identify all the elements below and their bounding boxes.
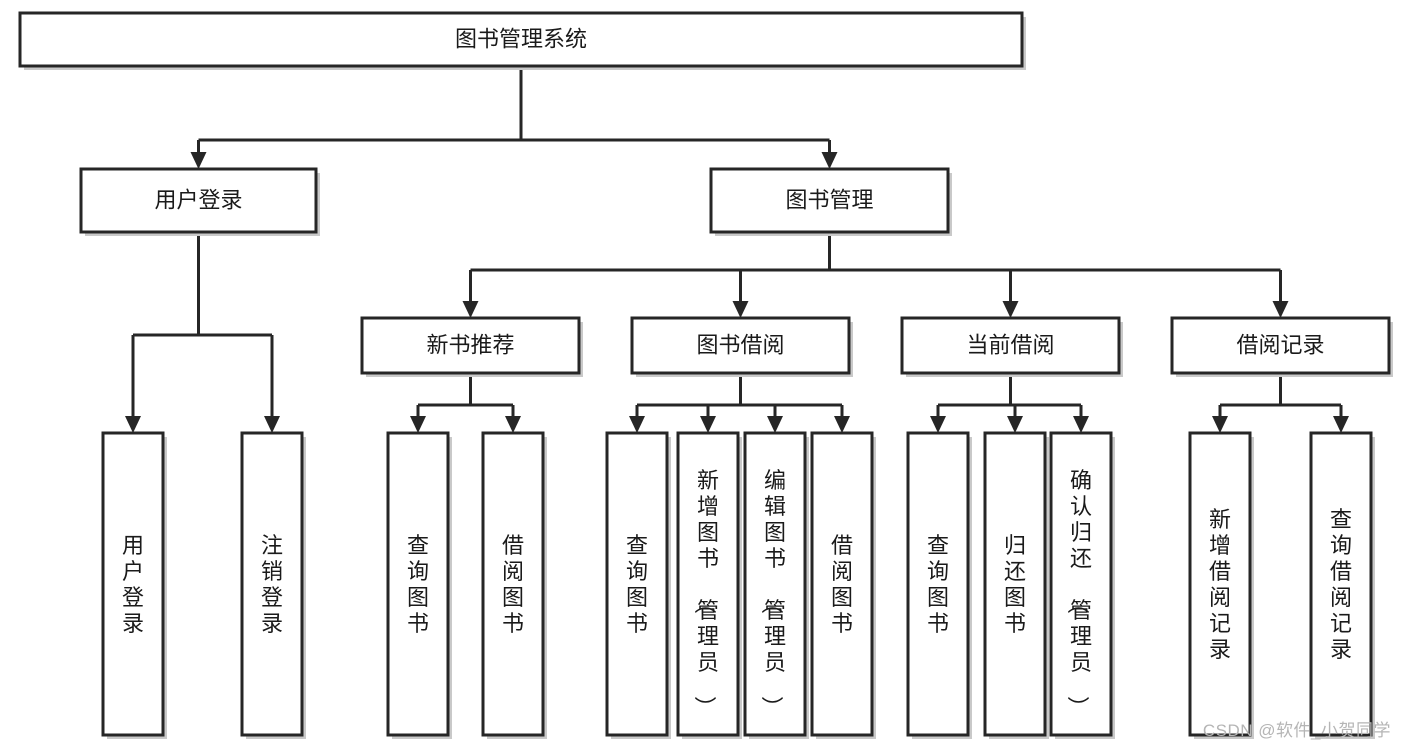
arrow-head-icon	[1007, 416, 1023, 433]
node-label: 新增借阅记录	[1209, 507, 1231, 662]
arrow-head-icon	[1212, 416, 1228, 433]
node-box	[101, 431, 165, 737]
connector-group-borrow-record	[1212, 373, 1349, 433]
node-label: 图书管理系统	[455, 26, 587, 51]
arrow-head-icon	[410, 416, 426, 433]
arrow-head-icon	[1073, 416, 1089, 433]
node-label: 查询图书	[927, 533, 949, 636]
node-box	[676, 431, 740, 737]
node-new-book-recommend[interactable]: 新书推荐	[360, 316, 583, 377]
node-leaf-user-login[interactable]: 用户登录	[101, 431, 167, 739]
node-label: 查询借阅记录	[1330, 507, 1352, 662]
arrow-head-icon	[264, 416, 280, 433]
watermark-label: CSDN @软件_小贺同学	[1202, 721, 1391, 740]
node-borrow-record[interactable]: 借阅记录	[1170, 316, 1393, 377]
node-leaf-add-record[interactable]: 新增借阅记录	[1188, 431, 1254, 739]
node-leaf-query-book-3[interactable]: 查询图书	[906, 431, 972, 739]
node-label: 当前借阅	[966, 332, 1054, 357]
arrow-head-icon	[190, 152, 207, 169]
arrow-head-icon	[462, 301, 479, 318]
node-box	[630, 316, 851, 375]
node-label: 图书管理	[785, 187, 873, 212]
connector-group-new-book-recommend	[410, 373, 521, 433]
node-box	[983, 431, 1047, 737]
node-label: 借阅记录	[1236, 332, 1324, 357]
node-box	[18, 11, 1024, 68]
connector-group-current-borrow	[930, 373, 1089, 433]
node-label: 借阅图书	[502, 533, 524, 636]
arrow-head-icon	[125, 416, 141, 433]
node-leaf-add-book[interactable]: 新增图书（管理员）	[676, 431, 742, 739]
node-book-borrow[interactable]: 图书借阅	[630, 316, 853, 377]
node-leaf-logout[interactable]: 注销登录	[240, 431, 306, 739]
node-box	[709, 167, 950, 234]
arrow-head-icon	[821, 152, 838, 169]
node-leaf-borrow-book-2[interactable]: 借阅图书	[810, 431, 876, 739]
node-leaf-query-book-1[interactable]: 查询图书	[386, 431, 452, 739]
node-leaf-edit-book[interactable]: 编辑图书（管理员）	[743, 431, 809, 739]
node-book-manage[interactable]: 图书管理	[709, 167, 952, 236]
connector-group-book-manage	[462, 232, 1289, 318]
node-leaf-confirm-return[interactable]: 确认归还（管理员）	[1049, 431, 1115, 739]
arrow-head-icon	[930, 416, 946, 433]
node-label: 查询图书	[407, 533, 429, 636]
node-box	[605, 431, 669, 737]
arrow-head-icon	[732, 301, 749, 318]
arrow-head-icon	[767, 416, 783, 433]
arrow-head-icon	[505, 416, 521, 433]
node-label: 归还图书	[1004, 533, 1026, 636]
node-label: 图书借阅	[696, 332, 784, 357]
node-label: 确认归还（管理员）	[1065, 468, 1092, 718]
node-leaf-return-book[interactable]: 归还图书	[983, 431, 1049, 739]
connector-group-root	[190, 66, 838, 169]
node-label: 新书推荐	[426, 332, 514, 357]
node-box	[900, 316, 1121, 375]
arrow-head-icon	[1002, 301, 1019, 318]
node-leaf-borrow-book-1[interactable]: 借阅图书	[481, 431, 547, 739]
node-box	[1049, 431, 1113, 737]
node-box	[386, 431, 450, 737]
node-box	[906, 431, 970, 737]
node-root[interactable]: 图书管理系统	[18, 11, 1026, 70]
node-label: 借阅图书	[831, 533, 853, 636]
arrow-head-icon	[629, 416, 645, 433]
arrow-head-icon	[834, 416, 850, 433]
node-label: 注销登录	[261, 533, 283, 636]
node-box	[1170, 316, 1391, 375]
node-box	[79, 167, 318, 234]
node-box	[810, 431, 874, 737]
connector-layer	[125, 66, 1349, 433]
node-current-borrow[interactable]: 当前借阅	[900, 316, 1123, 377]
node-label: 新增图书（管理员）	[692, 468, 719, 718]
connector-group-book-borrow	[629, 373, 850, 433]
node-box	[1188, 431, 1252, 737]
node-leaf-query-book-2[interactable]: 查询图书	[605, 431, 671, 739]
connector-group-user-login	[125, 232, 280, 433]
arrow-head-icon	[1272, 301, 1289, 318]
node-box	[743, 431, 807, 737]
node-box	[1309, 431, 1373, 737]
node-label: 用户登录	[122, 533, 144, 636]
arrow-head-icon	[700, 416, 716, 433]
node-label: 查询图书	[626, 533, 648, 636]
node-user-login[interactable]: 用户登录	[79, 167, 320, 236]
node-box	[240, 431, 304, 737]
node-label: 用户登录	[154, 187, 242, 212]
node-layer: 图书管理系统用户登录图书管理新书推荐图书借阅当前借阅借阅记录用户登录注销登录查询…	[18, 11, 1393, 739]
node-box	[360, 316, 581, 375]
arrow-head-icon	[1333, 416, 1349, 433]
node-box	[481, 431, 545, 737]
node-leaf-query-record[interactable]: 查询借阅记录	[1309, 431, 1375, 739]
node-label: 编辑图书（管理员）	[759, 468, 786, 718]
